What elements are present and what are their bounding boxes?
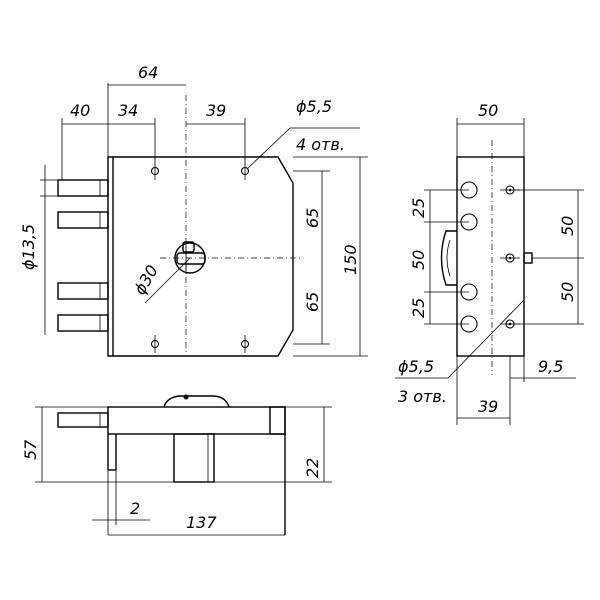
bottom-cylinder-body (173, 433, 215, 483)
bottom-bolt (57, 412, 109, 428)
bottom-cylinder-head (163, 395, 230, 408)
hole-diameter-label: ϕ5,5 (296, 97, 332, 116)
side-hole-count-label: 3 отв. (398, 387, 447, 406)
mounting-holes (150, 162, 250, 353)
bolt-diameter-label: ϕ13,5 (19, 224, 38, 270)
lock-body-outline (107, 156, 294, 357)
bottom-dim-57: 57 (21, 439, 40, 460)
cylinder-diameter-label: ϕ30 (130, 262, 162, 298)
bottom-body-top (107, 406, 286, 435)
hole-callout: ϕ5,5 4 отв. (246, 97, 360, 170)
faceplate-screw-holes (500, 185, 520, 329)
bolt-diameter-dimension: ϕ13,5 (19, 165, 58, 335)
bottom-dim-22: 22 (303, 458, 322, 478)
side-dim-39: 39 (478, 397, 498, 416)
side-dim-50-width: 50 (478, 101, 498, 120)
hole-count-label: 4 отв. (296, 135, 345, 154)
side-dim-50-left: 50 (409, 250, 428, 270)
side-dim-9-5: 9,5 (538, 357, 563, 376)
faceplate-bolt-holes (460, 181, 478, 333)
faceplate-latch (440, 230, 457, 286)
dim-39: 39 (206, 101, 226, 120)
bottom-dim-137: 137 (186, 513, 217, 532)
side-dim-25-bottom: 25 (409, 298, 428, 318)
dim-65-lower: 65 (303, 292, 322, 312)
bolts (57, 179, 109, 332)
dim-150: 150 (341, 244, 360, 275)
side-dim-50-right-bottom: 50 (558, 282, 577, 302)
bottom-dim-2: 2 (130, 499, 140, 518)
bottom-view: 57 22 2 137 (21, 394, 332, 536)
side-view: 50 25 50 25 50 50 ϕ5,5 3 отв. 39 9,5 (395, 101, 584, 425)
dim-65-upper: 65 (303, 208, 322, 228)
cylinder (174, 241, 206, 274)
side-dim-50-right-top: 50 (558, 216, 577, 236)
bolt-4 (57, 314, 109, 332)
bolt-1 (57, 179, 109, 197)
top-dimensions: 64 40 34 39 (61, 63, 246, 180)
side-hole-diameter-label: ϕ5,5 (398, 357, 434, 376)
bolt-3 (57, 282, 109, 300)
center-dimensions: ϕ30 65 65 150 (130, 156, 368, 357)
dim-64: 64 (138, 63, 158, 82)
dim-40: 40 (70, 101, 90, 120)
dim-34: 34 (118, 101, 138, 120)
faceplate-pin (523, 252, 533, 264)
bolt-2 (57, 211, 109, 229)
front-view: 64 40 34 39 ϕ5,5 4 отв. ϕ13,5 ϕ30 65 (19, 63, 368, 357)
side-dim-25-top: 25 (409, 198, 428, 218)
